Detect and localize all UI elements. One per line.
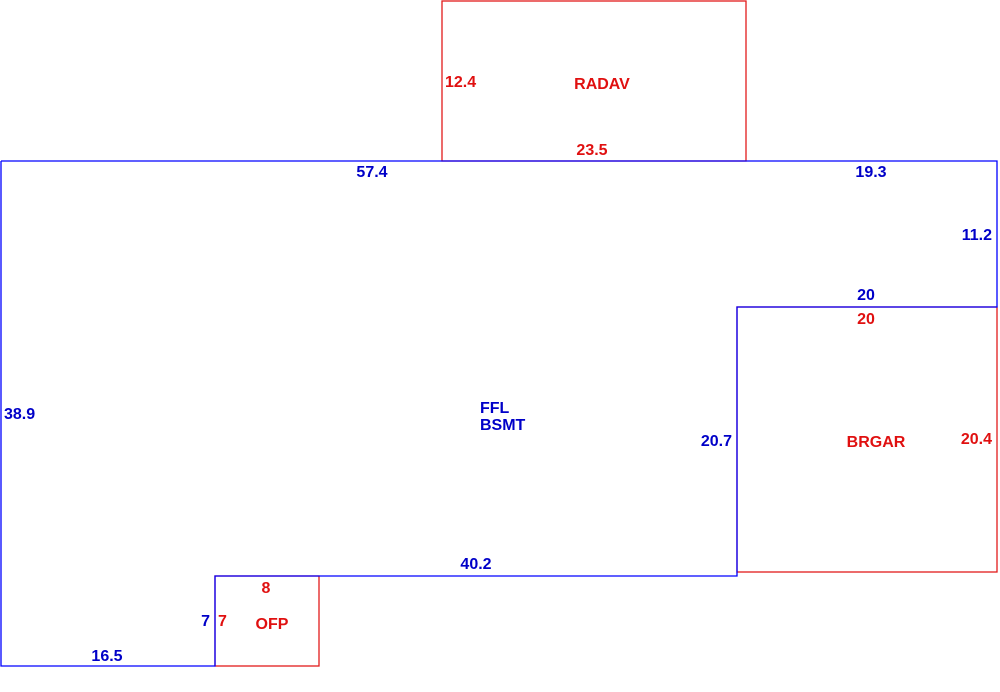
dim-right-upper: 11.2	[962, 227, 992, 244]
main-area-label-bsmt: BSMT	[480, 417, 526, 434]
radav-label: RADAV	[574, 76, 630, 93]
dim-step-top: 20	[857, 287, 875, 304]
ofp-dim-side: 7	[218, 613, 227, 630]
brgar-dim-top: 20	[857, 311, 875, 328]
ofp-dim-top: 8	[262, 580, 271, 597]
brgar-label: BRGAR	[847, 434, 906, 451]
dim-left: 38.9	[4, 406, 35, 423]
brgar-dim-side: 20.4	[961, 431, 992, 448]
ofp-label: OFP	[256, 616, 289, 633]
dim-step-vertical: 20.7	[701, 433, 732, 450]
radav-dim-side: 12.4	[445, 74, 476, 91]
dim-top-right: 19.3	[855, 164, 886, 181]
radav-dim-bottom: 23.5	[576, 142, 607, 159]
dim-bottom-middle: 40.2	[460, 556, 491, 573]
dim-top-left: 57.4	[356, 164, 387, 181]
main-area-label-ffl: FFL	[480, 400, 510, 417]
dim-bottom-left: 16.5	[91, 648, 122, 665]
dim-ofp-side-main: 7	[201, 613, 210, 630]
main-area-outline	[0, 160, 998, 667]
